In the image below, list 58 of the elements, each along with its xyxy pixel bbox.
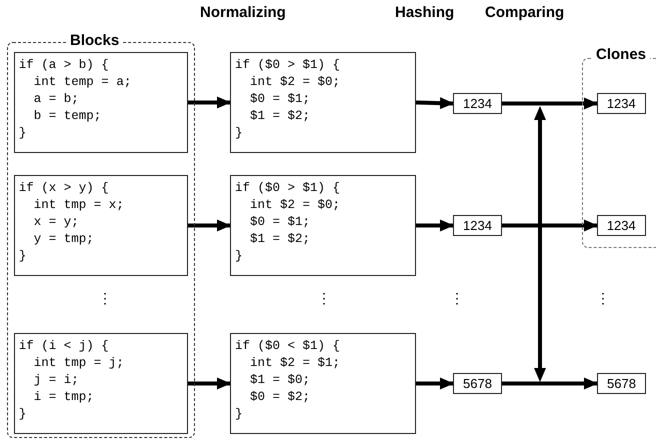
code-line: } [235, 248, 243, 265]
code-box [230, 333, 416, 434]
hash-value-box: 5678 [597, 373, 646, 394]
code-line: if (a > b) { [18, 56, 109, 74]
code-line: a = b; [32, 90, 79, 108]
stage-heading: Normalizing [200, 4, 286, 21]
arrow [502, 98, 598, 110]
code-line: int $2 = $0; [249, 197, 340, 214]
arrow [188, 378, 231, 390]
code-line: x = y; [32, 214, 79, 231]
code-box [14, 174, 188, 276]
code-line: $1 = $2; [249, 231, 310, 248]
arrow [188, 220, 231, 232]
code-line: int $2 = $0; [249, 74, 340, 91]
hash-value-box: 1234 [453, 93, 502, 114]
ellipsis-dots: ⋮ [596, 290, 610, 306]
code-line: } [18, 124, 26, 142]
code-line: } [18, 248, 26, 265]
ellipsis-dots: ⋮ [450, 290, 464, 306]
code-box [230, 175, 416, 276]
stage-heading: Comparing [485, 4, 564, 21]
code-box [14, 52, 188, 153]
code-line: if ($0 > $1) { [235, 57, 340, 74]
code-line: j = i; [32, 372, 79, 389]
code-line: if (x > y) { [18, 180, 109, 197]
code-line: $0 = $2; [249, 389, 310, 406]
code-line: int $2 = $1; [249, 355, 340, 372]
code-line: $0 = $1; [249, 214, 310, 231]
arrow [502, 378, 598, 390]
code-line: int tmp = j; [32, 354, 124, 372]
code-line: $1 = $2; [249, 108, 310, 125]
hash-value-box: 1234 [453, 215, 502, 236]
code-line: if (i < j) { [18, 338, 109, 355]
code-line: int temp = a; [32, 74, 132, 91]
code-line: i = tmp; [32, 388, 94, 406]
code-box [230, 52, 416, 153]
hash-value-box: 1234 [596, 92, 646, 114]
hash-value-box: 5678 [453, 373, 502, 394]
code-box [14, 332, 188, 434]
arrow [416, 378, 454, 390]
code-line: if ($0 < $1) { [235, 338, 340, 355]
code-line: b = temp; [32, 108, 102, 125]
arrow [188, 96, 231, 108]
ellipsis-dots: ⋮ [98, 290, 112, 306]
code-line: $1 = $0; [249, 372, 310, 389]
code-line: y = tmp; [32, 230, 94, 248]
arrow [416, 220, 454, 232]
ellipsis-dots: ⋮ [317, 290, 331, 306]
code-line: } [235, 125, 243, 142]
code-line: } [235, 406, 243, 423]
stage-heading: Hashing [395, 4, 454, 21]
code-line: if ($0 > $1) { [235, 180, 340, 197]
code-line: int tmp = x; [32, 196, 124, 214]
code-line: } [18, 406, 26, 423]
arrow [416, 97, 454, 110]
code-line: $0 = $1; [249, 91, 310, 108]
hash-value-box: 1234 [596, 214, 646, 236]
arrow [502, 220, 598, 232]
